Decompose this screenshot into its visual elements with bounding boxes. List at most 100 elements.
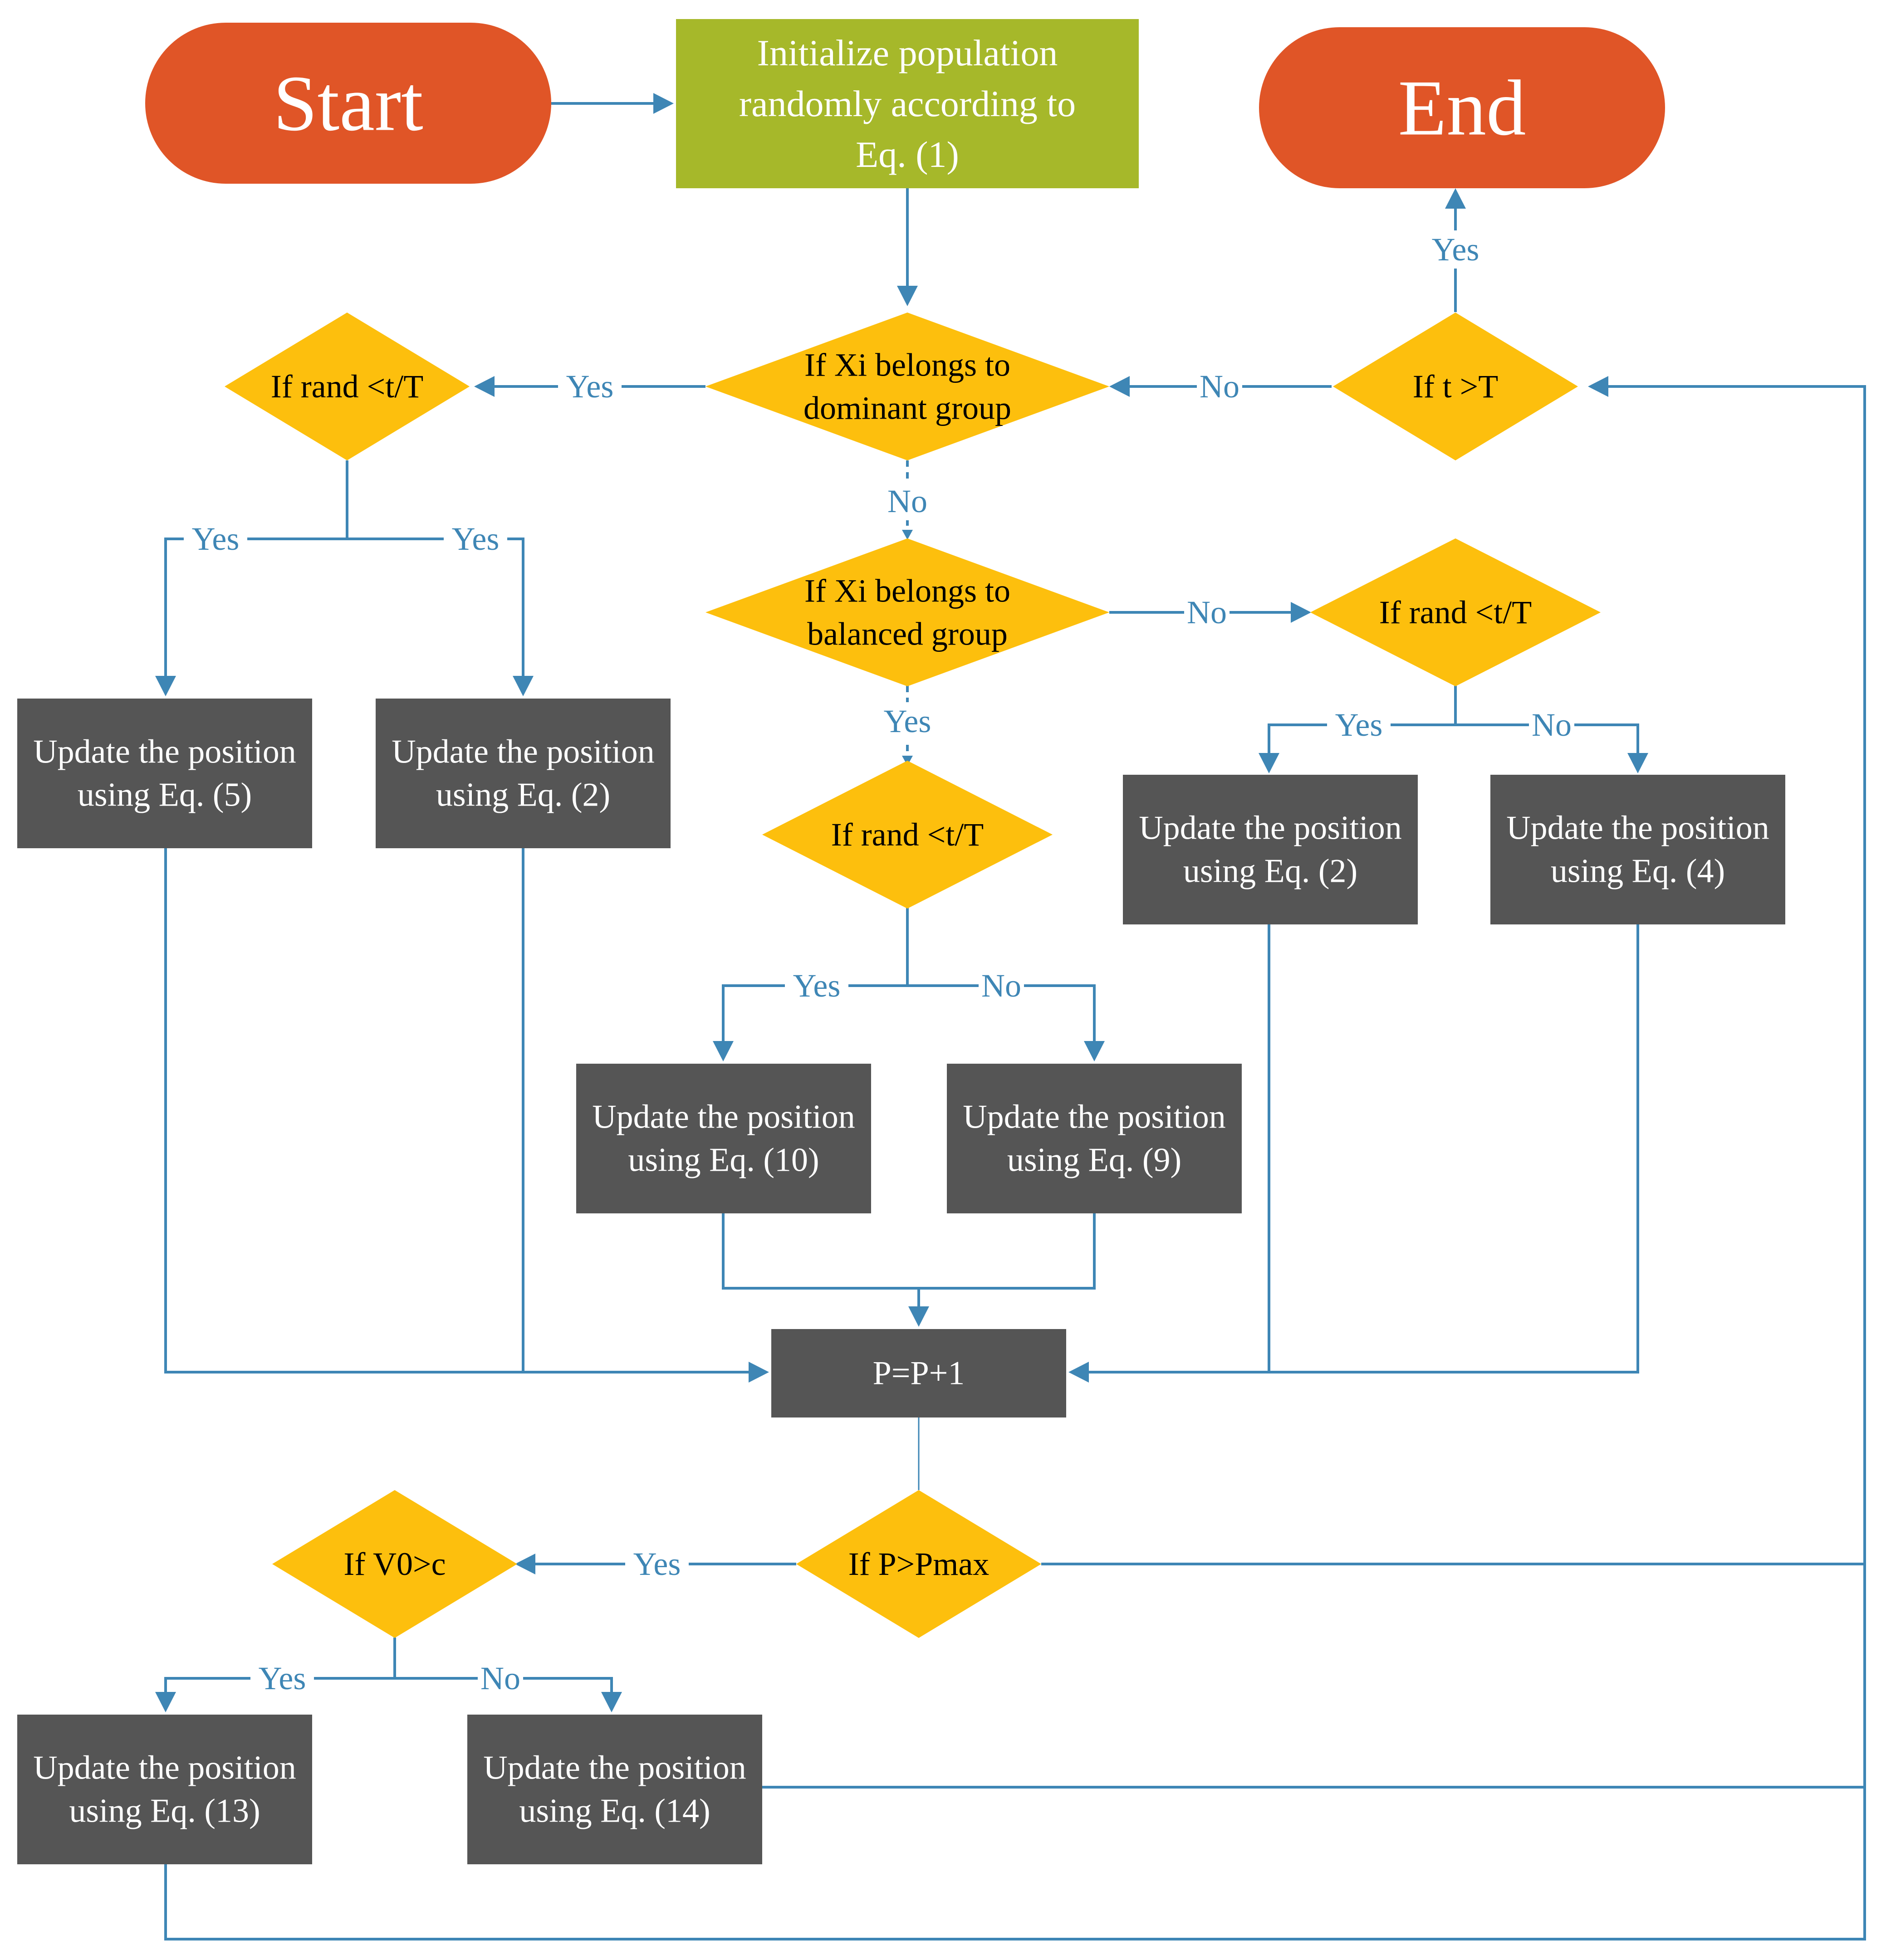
edge-label-bg bbox=[558, 367, 622, 406]
init-population-box: Initialize population randomly according … bbox=[676, 19, 1139, 188]
arrowhead bbox=[1588, 376, 1608, 397]
decision-shape bbox=[1310, 538, 1601, 686]
arrowhead bbox=[155, 676, 176, 696]
arrowhead bbox=[902, 530, 913, 540]
edge-label: No bbox=[1197, 367, 1242, 406]
arrowhead bbox=[601, 1692, 622, 1712]
node-label-line: Update the position bbox=[1506, 810, 1769, 847]
arrowhead bbox=[1259, 753, 1279, 773]
edge-label-text: No bbox=[1200, 368, 1239, 405]
edge-label-text: No bbox=[480, 1660, 520, 1696]
edge-label-bg bbox=[979, 967, 1024, 1005]
edge-label-text: Yes bbox=[1432, 231, 1479, 268]
node-label-line: Update the position bbox=[963, 1099, 1226, 1136]
edge-label-bg bbox=[1327, 706, 1391, 744]
terminal-shape bbox=[1259, 27, 1665, 188]
process-counter: P=P+1 bbox=[771, 1329, 1066, 1417]
arrowhead bbox=[653, 93, 674, 114]
node-label-line: using Eq. (9) bbox=[1007, 1142, 1181, 1179]
arrowhead bbox=[1445, 188, 1466, 209]
node-label-line: Initialize population bbox=[757, 32, 1058, 73]
node-label-line: If Xi belongs to bbox=[804, 573, 1010, 609]
decision-shape bbox=[272, 1490, 517, 1638]
node-label-line: Update the position bbox=[592, 1099, 855, 1136]
process-eq14: Update the position using Eq. (14) bbox=[467, 1715, 762, 1864]
arrowhead bbox=[1068, 1362, 1089, 1383]
edge-label: No bbox=[979, 967, 1024, 1005]
edge-label-text: Yes bbox=[633, 1546, 681, 1582]
node-label-line: using Eq. (5) bbox=[78, 777, 252, 814]
edge-label-text: No bbox=[981, 968, 1021, 1004]
node-label-line: If rand <t/T bbox=[1379, 594, 1532, 631]
process-shape bbox=[771, 1329, 1066, 1417]
node-label-line: Update the position bbox=[33, 1750, 296, 1787]
edge-v0-branches bbox=[164, 1637, 613, 1694]
decision-shape bbox=[705, 313, 1109, 460]
edge-label-bg bbox=[250, 1659, 314, 1697]
edge-label-bg bbox=[1184, 593, 1230, 631]
node-label-line: Update the position bbox=[392, 733, 655, 771]
node-label-line: randomly according to bbox=[739, 83, 1076, 124]
arrowhead bbox=[897, 286, 918, 306]
edge-left-to-counter bbox=[164, 845, 751, 1373]
edge-label-bg bbox=[184, 520, 247, 558]
process-shape bbox=[376, 699, 671, 848]
node-label-line: Update the position bbox=[483, 1750, 746, 1787]
arrowhead bbox=[515, 1554, 535, 1574]
start-terminal: Start bbox=[145, 23, 551, 184]
decision-shape bbox=[762, 761, 1053, 909]
decision-rand-left: If rand <t/T bbox=[225, 313, 470, 460]
process-eq13: Update the position using Eq. (13) bbox=[17, 1715, 312, 1864]
process-shape bbox=[576, 1064, 871, 1213]
edge-label: Yes bbox=[1327, 706, 1391, 744]
decision-balanced-group: If Xi belongs to balanced group bbox=[705, 538, 1109, 686]
edge-label-text: Yes bbox=[566, 368, 614, 405]
node-label-line: If t >T bbox=[1413, 368, 1499, 405]
edge-label: No bbox=[1184, 593, 1230, 631]
decision-t-greater-T: If t >T bbox=[1333, 313, 1578, 460]
decision-p-greater-pmax: If P>Pmax bbox=[796, 1490, 1041, 1638]
edge-label-text: Yes bbox=[452, 521, 500, 557]
node-label-line: Update the position bbox=[1139, 810, 1402, 847]
node-label-line: using Eq. (13) bbox=[69, 1793, 260, 1830]
node-label-line: balanced group bbox=[807, 616, 1008, 652]
process-shape bbox=[17, 1715, 312, 1864]
end-terminal: End bbox=[1259, 27, 1665, 188]
process-eq9: Update the position using Eq. (9) bbox=[947, 1064, 1242, 1213]
edge-label-text: No bbox=[887, 483, 927, 519]
edge-label: Yes bbox=[250, 1659, 314, 1697]
node-label-line: using Eq. (14) bbox=[519, 1793, 710, 1830]
arrowhead bbox=[1291, 602, 1311, 623]
edge-label-bg bbox=[876, 702, 939, 740]
decision-rand-middle: If rand <t/T bbox=[762, 761, 1053, 909]
edge-label: No bbox=[478, 1659, 523, 1697]
node-label-line: using Eq. (4) bbox=[1551, 853, 1725, 890]
edge-feedback-loop bbox=[164, 385, 1866, 1940]
edge-rand-right-branches bbox=[1268, 686, 1639, 755]
arrowhead bbox=[513, 676, 534, 696]
arrowhead bbox=[908, 1306, 929, 1327]
arrowhead bbox=[1109, 376, 1130, 397]
edge-label: No bbox=[1529, 706, 1574, 744]
arrowhead bbox=[474, 376, 495, 397]
decision-shape bbox=[796, 1490, 1041, 1638]
edge-label-bg bbox=[885, 482, 930, 520]
process-shape bbox=[467, 1715, 762, 1864]
process-shape bbox=[676, 19, 1139, 188]
edge-rand-mid-branches bbox=[722, 907, 1096, 1043]
node-label-line: Eq. (1) bbox=[856, 134, 959, 175]
edge-label-text: Yes bbox=[192, 521, 240, 557]
node-label-line: If V0>c bbox=[343, 1546, 446, 1582]
node-label-line: P=P+1 bbox=[873, 1355, 965, 1392]
edge-label-bg bbox=[478, 1659, 523, 1697]
edge-label: Yes bbox=[1424, 230, 1487, 269]
decision-shape bbox=[705, 538, 1109, 686]
node-label-line: If P>Pmax bbox=[848, 1546, 990, 1582]
edge-label-bg bbox=[1424, 230, 1487, 269]
edge-label-bg bbox=[1529, 706, 1574, 744]
node-label-line: If rand <t/T bbox=[831, 816, 984, 853]
